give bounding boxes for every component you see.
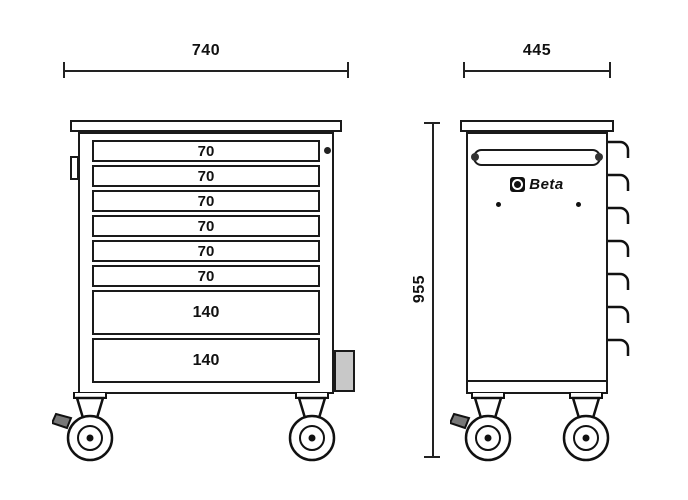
drawer-8: 140 (92, 338, 320, 383)
side-front-caster (562, 392, 610, 462)
side-rear-caster (450, 392, 512, 462)
side-hook (608, 173, 630, 191)
front-lock-icon (324, 147, 331, 154)
front-drawer-stack: 70 70 70 70 70 70 140 140 (92, 140, 320, 386)
drawer-1: 70 (92, 140, 320, 162)
side-hook (608, 338, 630, 356)
wheel-hub (484, 434, 492, 442)
wheel-hub (308, 434, 316, 442)
push-handle (473, 149, 601, 166)
wheel-hub (86, 434, 94, 442)
brand-logo: Beta (497, 176, 577, 193)
front-width-dimension-label: 740 (191, 42, 221, 59)
side-depth-dimension-line (463, 70, 611, 72)
height-dimension-label: 955 (411, 274, 428, 304)
side-top-cap (460, 120, 614, 132)
drawer-5: 70 (92, 240, 320, 262)
side-base-line (468, 380, 606, 382)
brake-pedal (52, 412, 73, 430)
side-hook (608, 239, 630, 257)
front-side-handle-tab (70, 156, 79, 180)
screw-dot-left (496, 202, 501, 207)
side-depth-dimension-label: 445 (522, 42, 552, 59)
drawer-4: 70 (92, 215, 320, 237)
wheel-hub (582, 434, 590, 442)
side-hook (608, 305, 630, 323)
height-dim-tick-top (424, 122, 440, 124)
side-hook (608, 140, 630, 158)
push-handle-end-left (471, 153, 479, 161)
front-side-accessory (334, 350, 355, 392)
brand-logo-text: Beta (529, 176, 564, 193)
front-width-dim-tick-left (63, 62, 65, 78)
front-left-caster (52, 392, 114, 462)
front-top-cap (70, 120, 342, 132)
side-hook (608, 206, 630, 224)
brake-pedal (450, 412, 471, 430)
height-dimension-line (432, 122, 434, 458)
drawer-7: 140 (92, 290, 320, 335)
front-width-dimension-line (63, 70, 349, 72)
side-depth-dim-tick-left (463, 62, 465, 78)
drawer-6: 70 (92, 265, 320, 287)
beta-logo-icon (510, 177, 526, 192)
side-hook (608, 272, 630, 290)
front-right-caster (288, 392, 336, 462)
side-cabinet-body (466, 132, 608, 394)
side-hook-rail (608, 140, 630, 356)
drawer-2: 70 (92, 165, 320, 187)
height-dim-tick-bottom (424, 456, 440, 458)
side-depth-dim-tick-right (609, 62, 611, 78)
beta-logo-ring (512, 179, 524, 190)
drawer-3: 70 (92, 190, 320, 212)
screw-dot-right (576, 202, 581, 207)
front-width-dim-tick-right (347, 62, 349, 78)
push-handle-end-right (595, 153, 603, 161)
